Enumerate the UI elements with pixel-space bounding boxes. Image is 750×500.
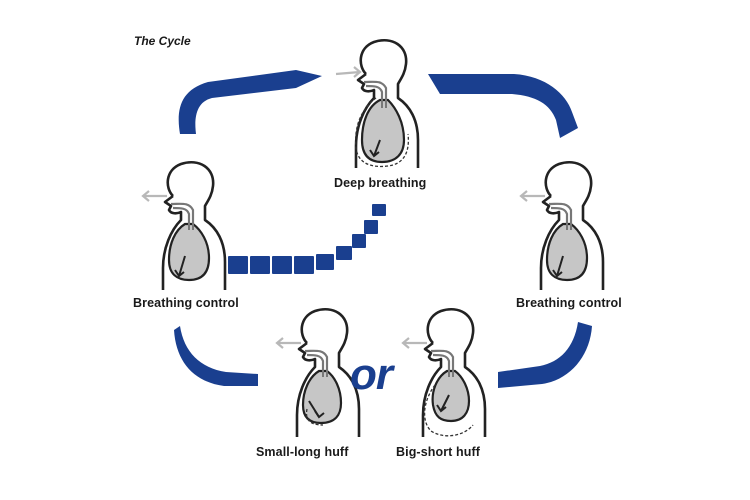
label-deep-breathing: Deep breathing xyxy=(334,176,427,190)
diaphragm-arrowhead xyxy=(314,410,325,419)
diaphragm-arrow xyxy=(178,255,186,277)
lung-shape xyxy=(545,222,589,282)
dashed-arrow-segment xyxy=(372,204,386,216)
dashed-arrow-segment xyxy=(364,220,378,234)
dashed-arrow-segment xyxy=(272,256,292,274)
trachea xyxy=(188,214,194,230)
cycle-arrow-bottom-right xyxy=(498,322,592,388)
dashed-arrow-segment xyxy=(294,256,314,274)
figure-breathing-control-right xyxy=(519,160,605,292)
cycle-arrow-top-right xyxy=(428,74,578,138)
figure-small-long-huff xyxy=(275,307,361,439)
diaphragm-arrowhead xyxy=(369,149,380,158)
label-small-long-huff: Small-long huff xyxy=(256,445,349,459)
diagram-title: The Cycle xyxy=(134,34,191,48)
figure-deep-breathing xyxy=(335,38,420,170)
lung-shape xyxy=(360,98,406,164)
or-connector: or xyxy=(350,350,393,399)
airflow-arrowhead xyxy=(141,190,150,202)
figure-breathing-control-left xyxy=(141,160,227,292)
lung-outline-dashed xyxy=(354,97,410,168)
diaphragm-arrowhead xyxy=(174,269,185,278)
trachea xyxy=(322,361,328,377)
airflow-arrowhead xyxy=(519,190,528,202)
lung-shape xyxy=(167,222,211,282)
airflow-arrowhead xyxy=(401,337,410,349)
airflow-arrowhead xyxy=(353,66,362,78)
cycle-arrow-top-left xyxy=(178,70,322,134)
airflow-arrowhead xyxy=(275,337,284,349)
diaphragm-arrowhead xyxy=(436,404,447,413)
diaphragm-arrow xyxy=(556,255,564,277)
dashed-arrow-segment xyxy=(228,256,248,274)
lung-shape xyxy=(301,369,343,425)
cycle-arrow-bottom-left xyxy=(174,326,258,386)
dashed-arrow-segment xyxy=(352,234,366,248)
label-breathing-control-left: Breathing control xyxy=(133,296,239,310)
diaphragm-arrow xyxy=(440,394,450,412)
diaphragm-arrow xyxy=(373,139,381,157)
label-big-short-huff: Big-short huff xyxy=(396,445,481,459)
dashed-arrow-segment xyxy=(336,246,352,260)
figure-big-short-huff xyxy=(401,307,487,439)
trachea xyxy=(448,361,454,377)
dashed-arrow-segment xyxy=(316,254,334,270)
lung-outline-dashed xyxy=(305,408,324,426)
dashed-arrow-segment xyxy=(250,256,270,274)
trachea xyxy=(566,214,572,230)
lung-outline-dashed xyxy=(424,384,474,437)
airflow-arrow xyxy=(335,70,361,76)
label-breathing-control-right: Breathing control xyxy=(516,296,622,310)
trachea xyxy=(381,92,387,108)
diaphragm-arrowhead xyxy=(552,269,563,278)
